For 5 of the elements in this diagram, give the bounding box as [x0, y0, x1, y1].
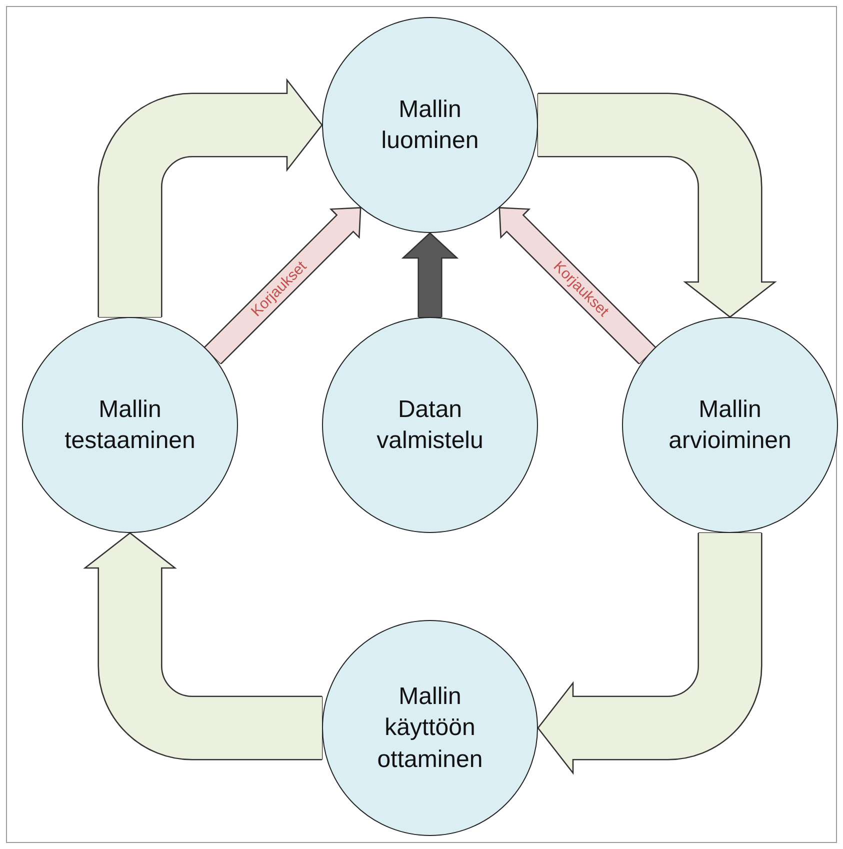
node-label: Mallin testaaminen	[64, 394, 196, 456]
node-label: Mallin luominen	[380, 94, 480, 156]
node-label: Datan valmistelu	[376, 394, 484, 456]
node-label: Mallin arvioiminen	[668, 394, 792, 456]
node-label: Mallin käyttöön ottaminen	[376, 682, 484, 775]
